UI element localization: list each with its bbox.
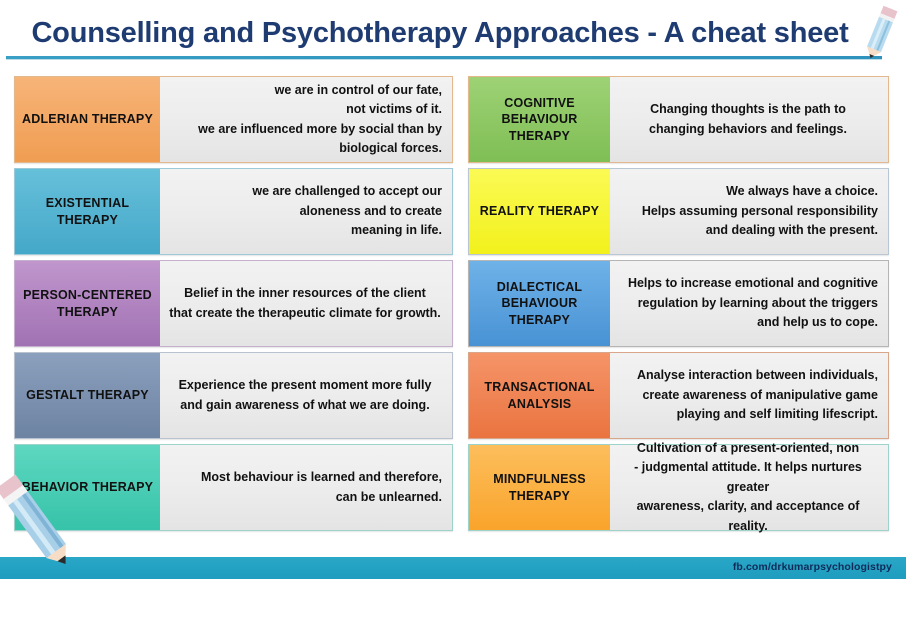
card-gestalt-therapy[interactable]: GESTALT THERAPY Experience the present m… [14, 352, 453, 439]
card-existential-therapy[interactable]: EXISTENTIAL THERAPY we are challenged to… [14, 168, 453, 255]
card-description: Experience the present moment more fully… [160, 353, 452, 438]
card-label: DIALECTICAL BEHAVIOUR THERAPY [469, 261, 610, 346]
card-transactional-analysis[interactable]: TRANSACTIONAL ANALYSIS Analyse interacti… [468, 352, 889, 439]
card-person-centered-therapy[interactable]: PERSON-CENTERED THERAPY Belief in the in… [14, 260, 453, 347]
card-reality-therapy[interactable]: REALITY THERAPY We always have a choice.… [468, 168, 889, 255]
card-cognitive-behaviour-therapy[interactable]: COGNITIVE BEHAVIOUR THERAPY Changing tho… [468, 76, 889, 163]
card-label-text: EXISTENTIAL THERAPY [45, 196, 130, 227]
card-row: EXISTENTIAL THERAPY we are challenged to… [0, 168, 906, 260]
card-row: ADLERIAN THERAPY we are in control of ou… [0, 76, 906, 168]
card-mindfulness-therapy[interactable]: MINDFULNESS THERAPY Cultivation of a pre… [468, 441, 889, 533]
card-adlerian-therapy[interactable]: ADLERIAN THERAPY we are in control of ou… [14, 76, 453, 163]
card-label-text: PERSON-CENTERED THERAPY [23, 288, 152, 319]
card-description: Changing thoughts is the path to changin… [610, 77, 888, 162]
card-description: Most behaviour is learned and therefore,… [160, 445, 452, 530]
pencil-icon [0, 466, 82, 582]
card-description-text: Most behaviour is learned and therefore,… [200, 470, 442, 504]
card-label-text: GESTALT THERAPY [26, 388, 149, 403]
card-description: we are in control of our fate, not victi… [160, 77, 452, 162]
card-dialectical-behaviour-therapy[interactable]: DIALECTICAL BEHAVIOUR THERAPY Helps to i… [468, 260, 889, 347]
card-description-text: Experience the present moment more fully… [178, 378, 432, 412]
card-description-text: we are in control of our fate, not victi… [198, 82, 442, 155]
card-label-text: COGNITIVE BEHAVIOUR THERAPY [501, 95, 578, 143]
card-description: We always have a choice. Helps assuming … [610, 169, 888, 254]
title-divider [6, 56, 882, 59]
card-description: Analyse interaction between individuals,… [610, 353, 888, 438]
card-row: GESTALT THERAPY Experience the present m… [0, 352, 906, 444]
card-label: MINDFULNESS THERAPY [469, 445, 610, 530]
card-label: ADLERIAN THERAPY [15, 77, 160, 162]
card-label-text: ADLERIAN THERAPY [22, 112, 153, 127]
footer-url[interactable]: fb.com/drkumarpsychologistpy [732, 561, 892, 573]
card-description: we are challenged to accept our alonenes… [160, 169, 452, 254]
card-description: Cultivation of a present-oriented, non -… [610, 441, 888, 533]
card-label: TRANSACTIONAL ANALYSIS [469, 353, 610, 438]
card-description-text: We always have a choice. Helps assuming … [641, 184, 878, 238]
card-row: BEHAVIOR THERAPY Most behaviour is learn… [0, 441, 906, 536]
card-label: PERSON-CENTERED THERAPY [15, 261, 160, 346]
card-description-text: Analyse interaction between individuals,… [636, 368, 878, 422]
card-label-text: MINDFULNESS THERAPY [493, 472, 586, 503]
card-label-text: DIALECTICAL BEHAVIOUR THERAPY [496, 279, 583, 327]
card-description: Helps to increase emotional and cognitiv… [610, 261, 888, 346]
page-title: Counselling and Psychotherapy Approaches… [31, 17, 849, 49]
card-description-text: Belief in the inner resources of the cli… [169, 286, 441, 320]
footer-bar [0, 557, 906, 579]
card-label-text: REALITY THERAPY [479, 204, 600, 219]
card-label: EXISTENTIAL THERAPY [15, 169, 160, 254]
title-divider-shadow [6, 59, 882, 60]
card-row: PERSON-CENTERED THERAPY Belief in the in… [0, 260, 906, 352]
card-label: GESTALT THERAPY [15, 353, 160, 438]
card-description: Belief in the inner resources of the cli… [160, 261, 452, 346]
card-description-text: Changing thoughts is the path to changin… [649, 102, 847, 136]
card-description-text: Helps to increase emotional and cognitiv… [627, 276, 878, 330]
card-label-text: BEHAVIOR THERAPY [21, 480, 154, 495]
card-label: COGNITIVE BEHAVIOUR THERAPY [469, 77, 610, 162]
approaches-grid: ADLERIAN THERAPY we are in control of ou… [0, 76, 906, 536]
card-label: REALITY THERAPY [469, 169, 610, 254]
card-description-text: Cultivation of a present-oriented, non -… [634, 441, 862, 533]
pencil-icon [852, 2, 906, 64]
header: Counselling and Psychotherapy Approaches… [0, 0, 906, 64]
card-description-text: we are challenged to accept our alonenes… [252, 184, 442, 238]
card-label-text: TRANSACTIONAL ANALYSIS [484, 380, 595, 411]
